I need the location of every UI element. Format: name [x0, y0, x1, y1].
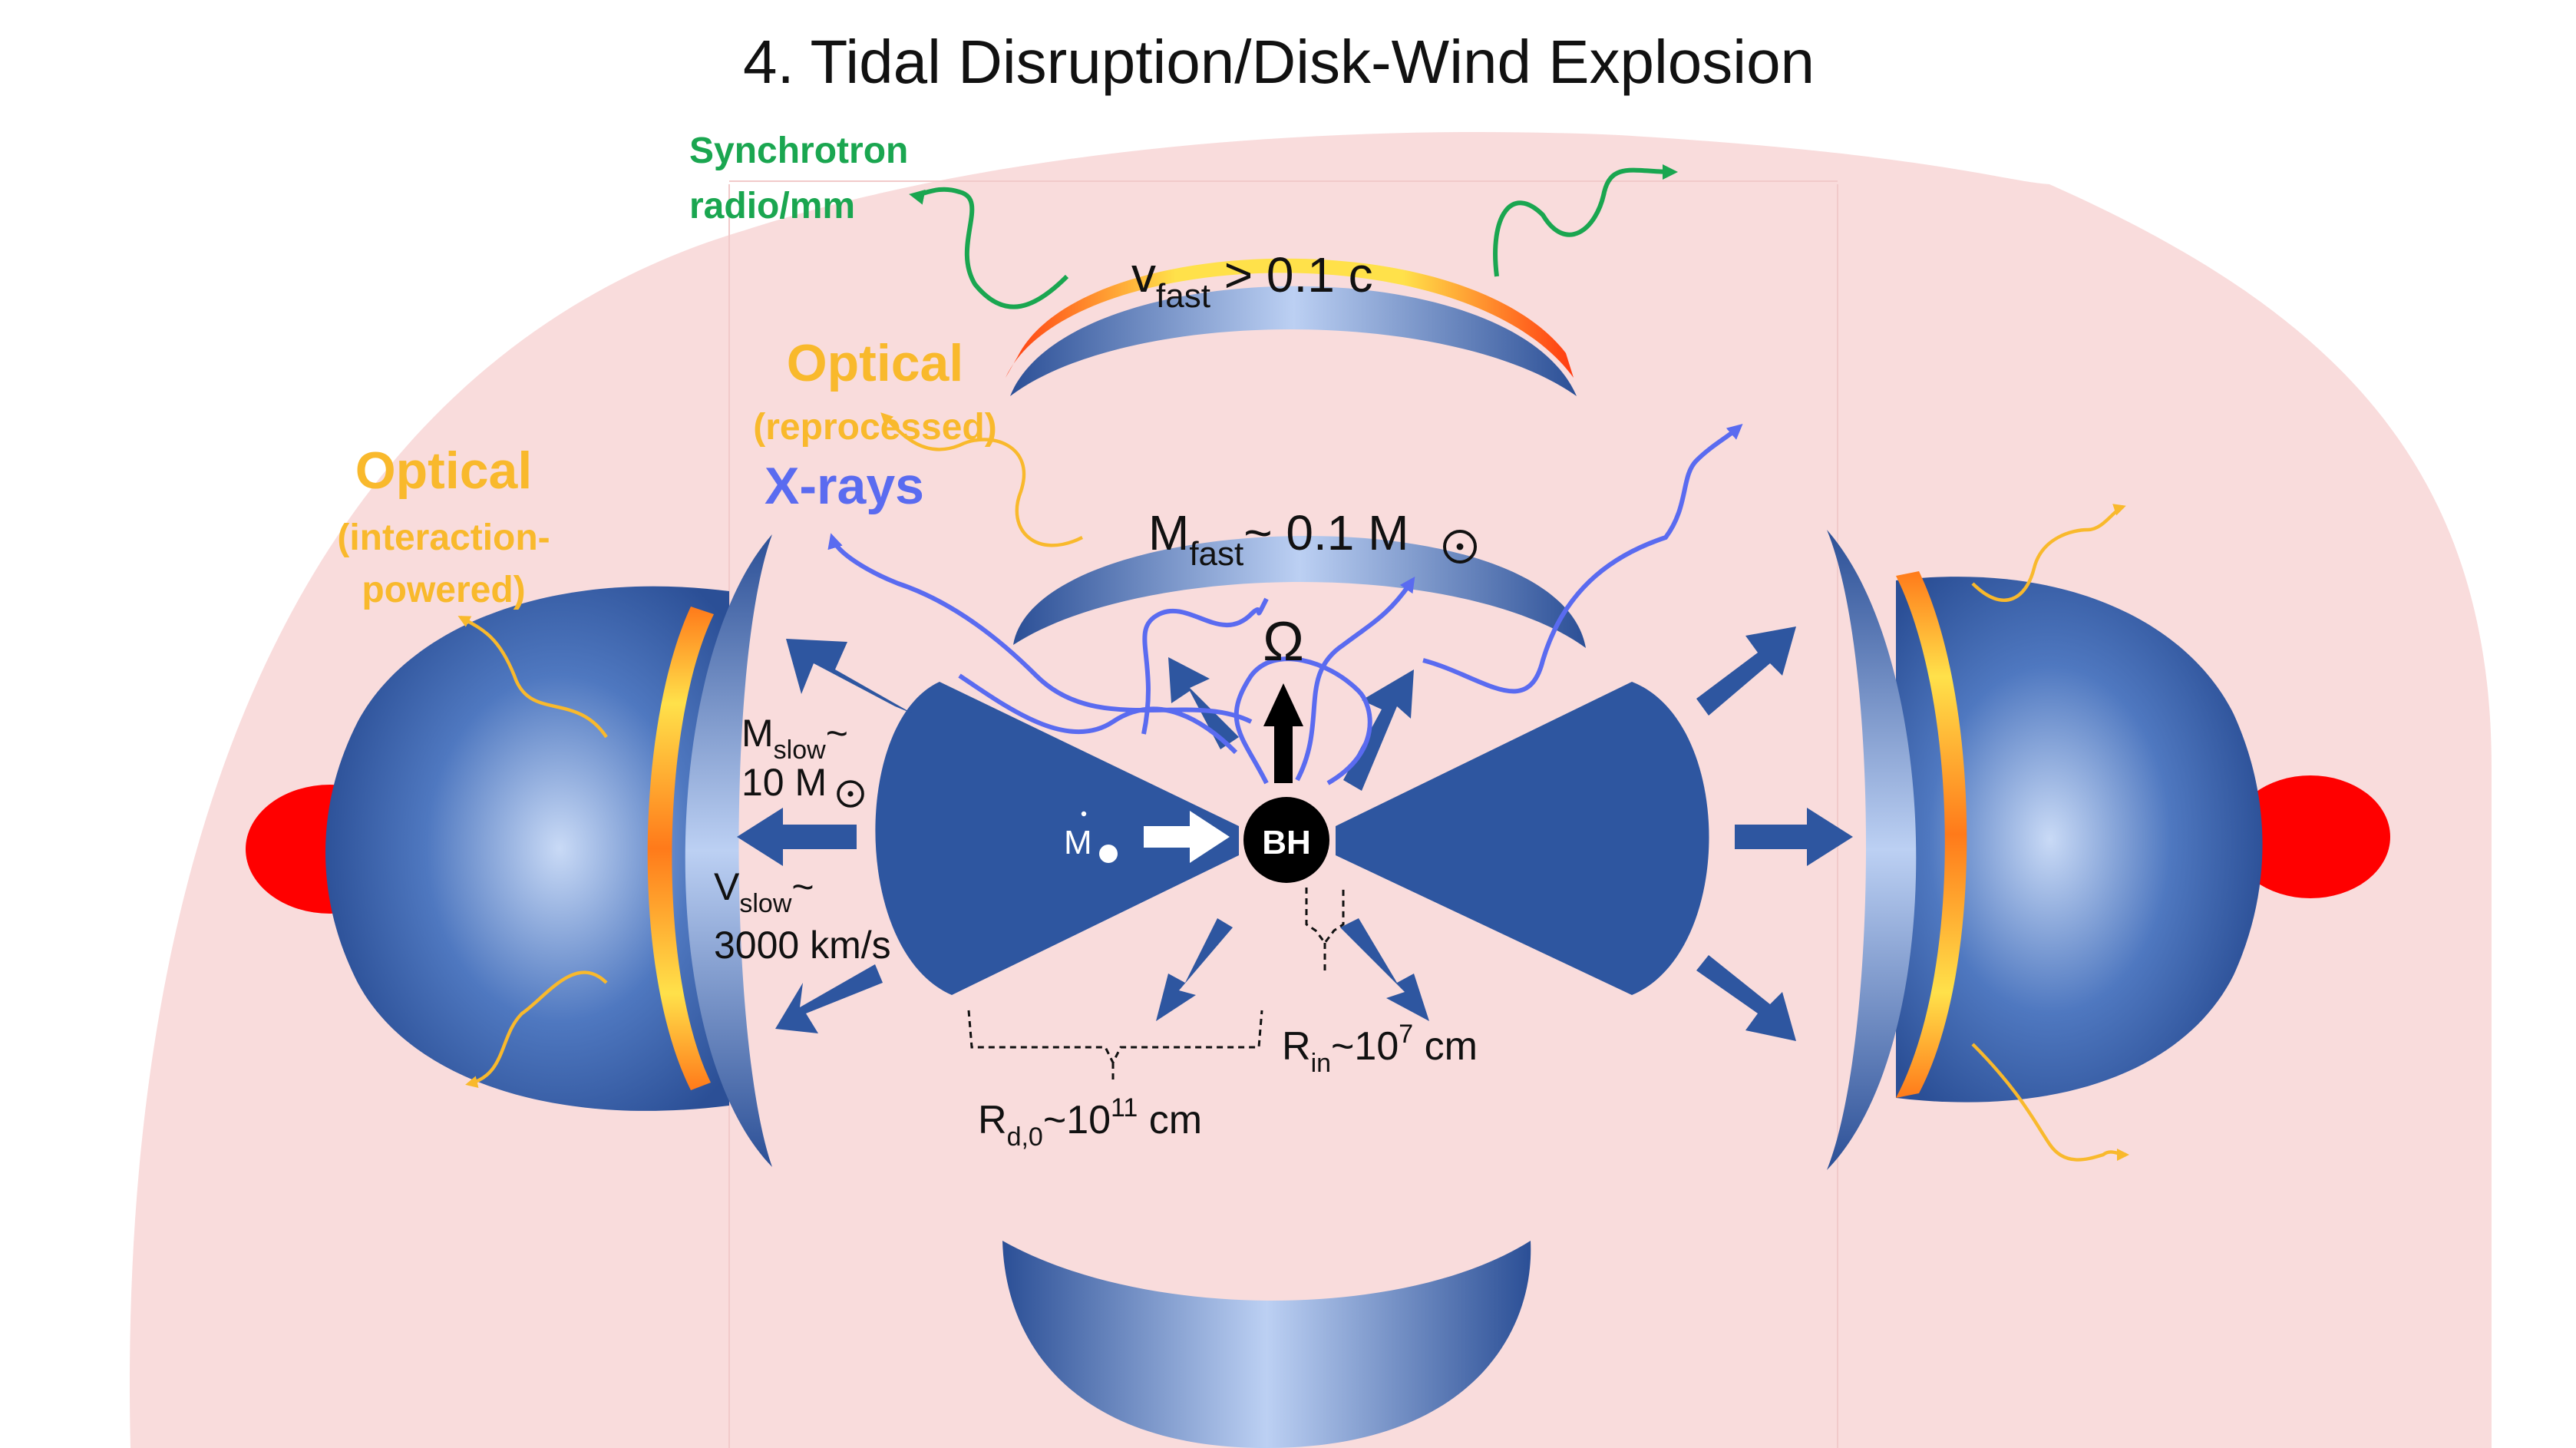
- bracket-r-in: [1305, 888, 1345, 945]
- r-in-main: R: [1282, 1024, 1311, 1069]
- top-fast-shell-body: [1010, 286, 1577, 396]
- synchrotron-label-1: Synchrotron: [689, 131, 908, 171]
- m-slow-main: M: [741, 712, 774, 755]
- v-fast-label: vfast > 0.1 c: [1131, 247, 1373, 315]
- arrow-left-mid: [737, 808, 857, 866]
- right-shell: [1827, 530, 1917, 1170]
- arrow-center-lower-left: [1156, 918, 1233, 1021]
- optical-right-upper: [1971, 504, 2126, 602]
- v-slow-line2: 3000 km/s: [714, 924, 891, 967]
- arrow-center-upper-right: [1343, 669, 1414, 791]
- right-hot-spot: [2231, 775, 2390, 898]
- v-slow-sub: slow: [739, 889, 791, 918]
- bottom-fast-shell: [1002, 1241, 1531, 1448]
- omega-label: Ω: [1263, 611, 1304, 673]
- arrow-right-mid: [1735, 808, 1853, 866]
- rotation-arrow-icon: [1263, 683, 1303, 783]
- r-d-unit: cm: [1138, 1098, 1202, 1142]
- xray-curve-5: [958, 673, 1238, 755]
- arrow-left-lower: [775, 964, 883, 1033]
- xray-curve-6: [1234, 656, 1372, 785]
- xray-curve-3: [1295, 577, 1415, 782]
- r-d-label: Rd,0~1011 cm: [978, 1093, 1202, 1152]
- arrow-left-upper: [786, 639, 913, 714]
- r-in-mid: ~10: [1331, 1024, 1399, 1069]
- disk-left-cone: [875, 682, 1239, 995]
- arrow-center-upper-left: [1168, 657, 1239, 749]
- right-slow-ejecta: [1827, 530, 2390, 1170]
- accretion-arrow-icon: [1099, 811, 1230, 863]
- r-in-unit: cm: [1413, 1024, 1478, 1069]
- r-d-sub: d,0: [1007, 1122, 1043, 1152]
- optical-right-lower: [1971, 1043, 2129, 1162]
- synchrotron-label-2: radio/mm: [689, 186, 855, 226]
- v-fast-rest: > 0.1 c: [1210, 247, 1373, 302]
- synchrotron-curve-right: [1493, 164, 1678, 277]
- optical-reprocessed-curve: [880, 412, 1083, 547]
- optical-reprocessed-label-1: Optical: [787, 334, 964, 392]
- v-slow-rest: ~: [791, 865, 814, 908]
- optical-left-lower: [465, 970, 608, 1088]
- left-slow-ejecta: [246, 534, 772, 1167]
- m-fast-label: Mfast~ 0.1 M: [1148, 505, 1409, 573]
- r-in-label: Rin~107 cm: [1282, 1020, 1478, 1078]
- right-rim: [1896, 571, 1967, 1098]
- top-fast-shell: [1006, 258, 1577, 396]
- optical-interaction-label-2: (interaction-: [337, 517, 550, 558]
- mdot-dot-accent: [1081, 811, 1087, 817]
- m-fast-sub: fast: [1189, 535, 1243, 573]
- arrow-right-lower: [1696, 955, 1796, 1041]
- optical-left-upper: [457, 616, 608, 739]
- disk-right-cone: [1336, 682, 1709, 995]
- r-d-main: R: [978, 1098, 1007, 1142]
- v-fast-sub: fast: [1156, 277, 1210, 315]
- right-ejecta-blob: [1896, 577, 2263, 1103]
- accretion-disk: [875, 682, 1709, 995]
- r-d-sup: 11: [1111, 1093, 1138, 1122]
- outflow-arrows: [737, 626, 1853, 1041]
- mdot-label: M: [1064, 824, 1092, 861]
- optical-reprocessed-label-2: (reprocessed): [753, 407, 996, 448]
- xray-photons: [827, 424, 1743, 785]
- v-fast-main: v: [1131, 247, 1156, 302]
- optical-interaction-label-3: powered): [362, 570, 525, 610]
- v-slow-main: V: [714, 865, 740, 908]
- optical-interaction-label-1: Optical: [355, 441, 533, 500]
- v-slow-label: Vslow~: [714, 865, 814, 918]
- sun-symbol-icon-2: [837, 780, 864, 808]
- xrays-label: X-rays: [765, 457, 924, 515]
- m-fast-main: M: [1148, 505, 1189, 560]
- m-slow-sub: slow: [774, 736, 826, 765]
- r-in-sub: in: [1311, 1049, 1331, 1078]
- sun-symbol-icon: [1443, 530, 1477, 564]
- top-fast-shell-rim: [1006, 258, 1574, 378]
- black-hole-icon: BH: [1243, 797, 1329, 883]
- labels: Synchrotron radio/mm Optical (reprocesse…: [337, 131, 1478, 1152]
- radius-brackets: [967, 888, 1345, 1084]
- xray-curve-2: [1141, 597, 1269, 735]
- r-d-mid: ~10: [1043, 1098, 1111, 1142]
- m-slow-rest: ~: [826, 712, 848, 755]
- left-rim: [647, 607, 714, 1090]
- synchrotron-photons: [909, 164, 1678, 309]
- bh-label: BH: [1262, 824, 1311, 861]
- m-slow-line2: 10 M: [741, 761, 827, 804]
- arrow-center-lower-right: [1340, 918, 1429, 1021]
- arrow-right-upper: [1696, 626, 1796, 716]
- optical-photons: [457, 412, 2129, 1162]
- synchrotron-curve-left: [909, 187, 1069, 309]
- left-ejecta-blob: [325, 586, 729, 1111]
- r-in-sup: 7: [1399, 1020, 1413, 1049]
- xray-curve-4: [1422, 424, 1743, 694]
- m-slow-label: Mslow~: [741, 712, 848, 765]
- left-shell: [685, 534, 772, 1167]
- m-fast-rest: ~ 0.1 M: [1243, 505, 1409, 560]
- page-title: 4. Tidal Disruption/Disk-Wind Explosion: [743, 28, 1815, 96]
- middle-fast-shell: [1013, 535, 1586, 648]
- mdot-dot: [1099, 845, 1118, 863]
